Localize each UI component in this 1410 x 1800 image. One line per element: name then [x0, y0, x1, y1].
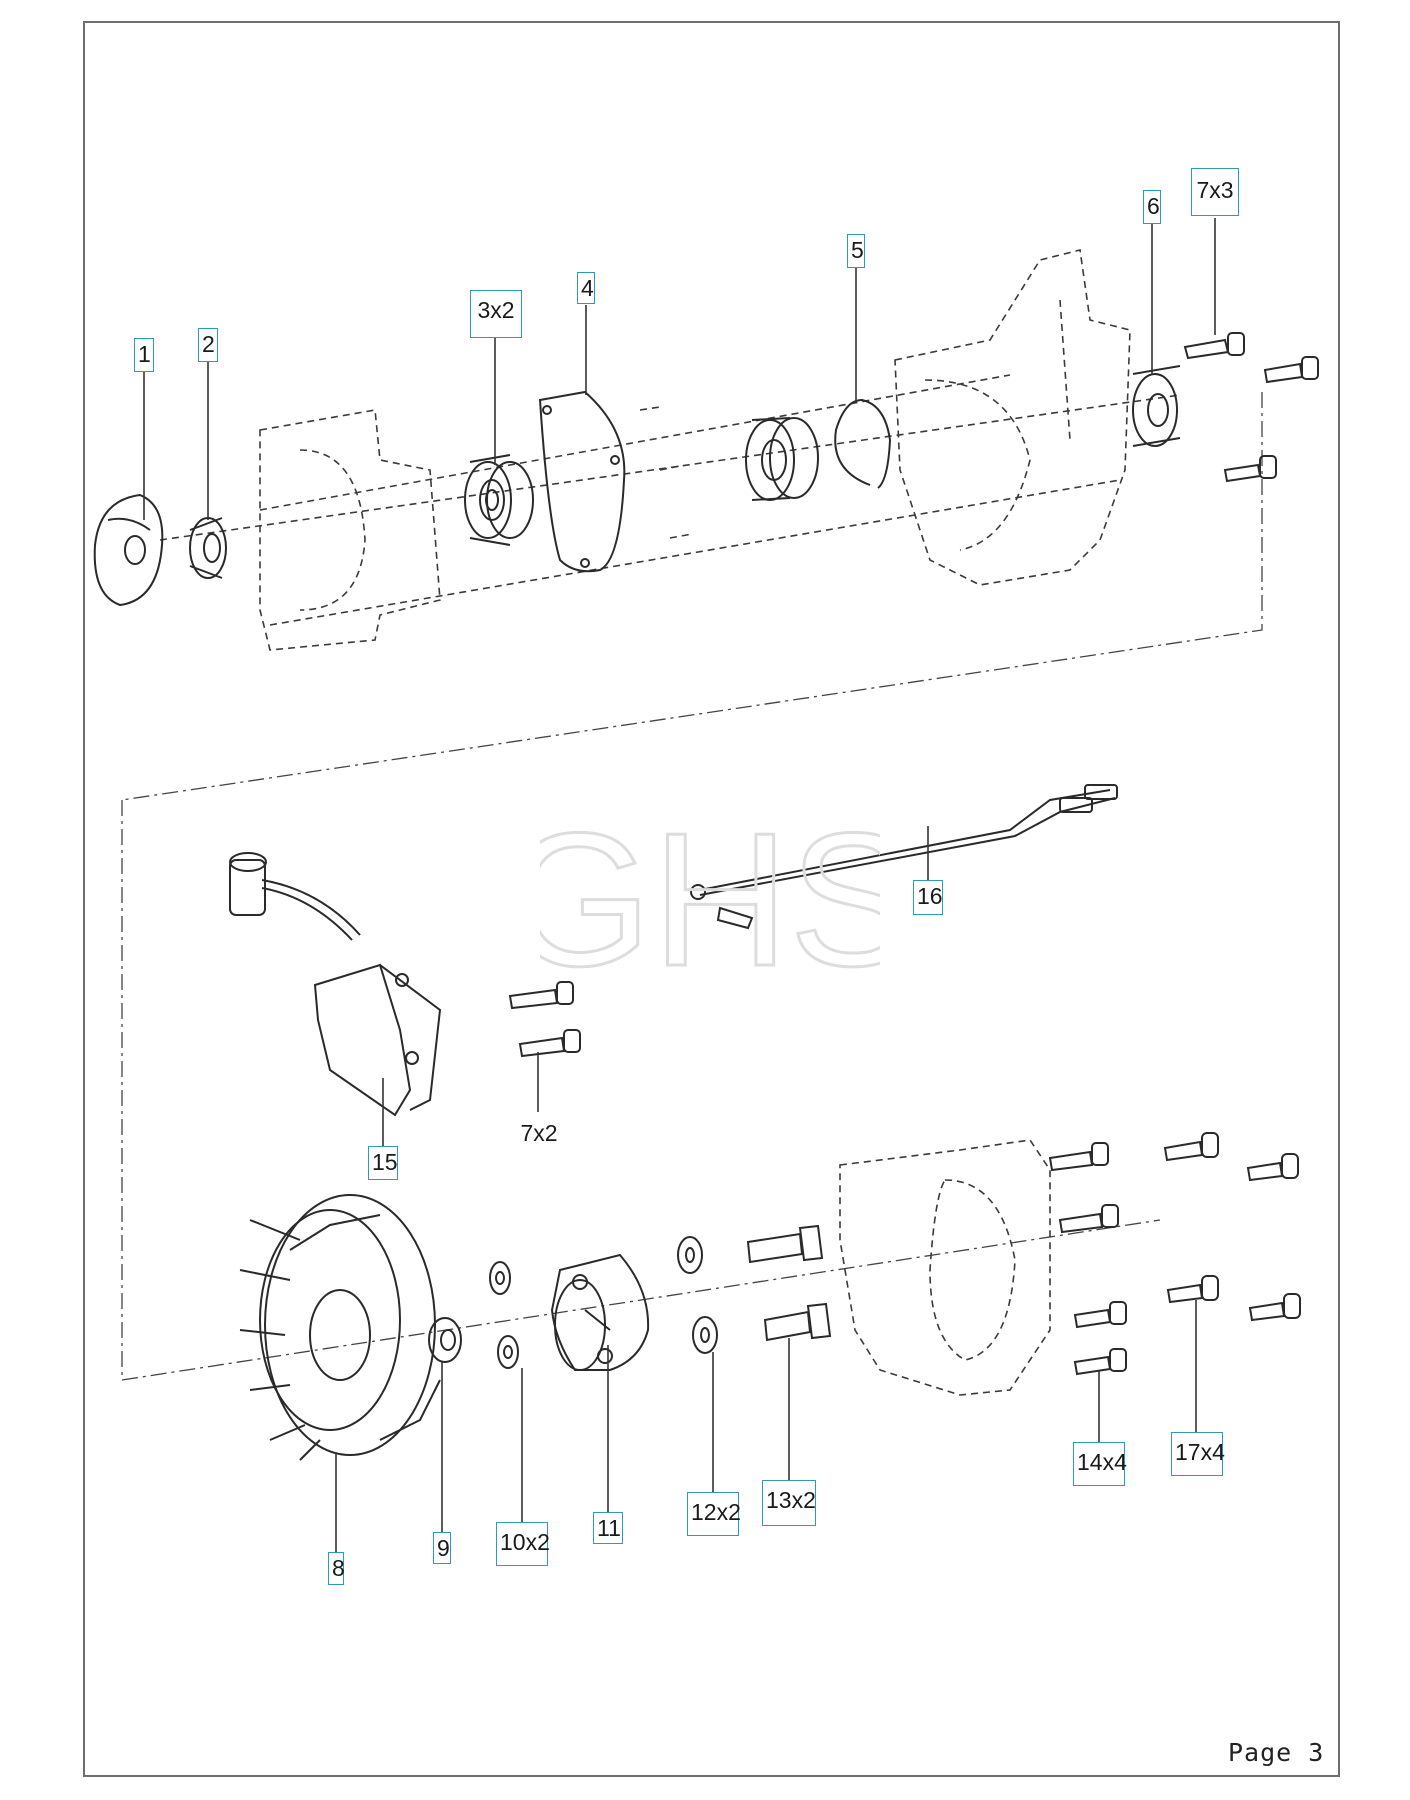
- callout-part-5: 5: [847, 234, 865, 268]
- callout-part-6: 6: [1143, 190, 1161, 224]
- gasket-part: [538, 390, 626, 573]
- nut-part: [428, 1317, 462, 1363]
- flywheel-part: [239, 1194, 441, 1461]
- callout-part-8: 8: [328, 1552, 345, 1585]
- page-number: Page 3: [1228, 1738, 1325, 1767]
- screw-part: [1183, 332, 1319, 483]
- callout-part-15: 15: [368, 1146, 398, 1180]
- lower-assembly-boundary: [121, 800, 1161, 1381]
- callout-part-11: 11: [593, 1512, 623, 1544]
- clutch-housing-part: [839, 1139, 1051, 1396]
- callout-part-13: 13x2: [762, 1480, 816, 1526]
- callout-part-7-coil: 7x2: [520, 1120, 558, 1146]
- callout-part-4: 4: [577, 272, 595, 304]
- shoulder-bolt-part: [746, 1224, 832, 1342]
- upper-assembly-boundary: [121, 392, 1263, 801]
- bearing-part-2: [745, 417, 819, 501]
- callout-part-3: 3x2: [470, 290, 522, 338]
- clutch-part: [550, 1253, 650, 1371]
- flange-screw-part: [1163, 1132, 1301, 1322]
- oil-seal-part: [189, 517, 227, 579]
- callout-part-7-top: 7x3: [1191, 168, 1239, 216]
- axis-line-top-3: [259, 374, 1011, 511]
- dowel-pin: [639, 406, 693, 539]
- coil-screw-part: [508, 981, 581, 1058]
- crankcase-half-left: [259, 409, 441, 651]
- starter-pulley-part: [93, 493, 164, 607]
- axis-line-top-2: [269, 479, 1121, 626]
- circlip-part: [834, 398, 892, 489]
- callout-part-2: 2: [198, 328, 218, 362]
- callout-part-1: 1: [134, 338, 154, 372]
- callout-part-12: 12x2: [687, 1492, 741, 1536]
- washer-part: [489, 1261, 519, 1369]
- watermark-text: GHS: [540, 800, 880, 1000]
- watermark-logo: GHS: [540, 800, 880, 1000]
- callout-part-14: 14x4: [1073, 1442, 1127, 1486]
- bearing-part: [464, 454, 534, 546]
- housing-screw-part: [1048, 1142, 1127, 1376]
- callout-part-16: 16: [913, 880, 943, 915]
- callout-part-9: 9: [433, 1532, 451, 1564]
- washer-part-2: [677, 1236, 718, 1354]
- diagram-frame: [83, 21, 1340, 1777]
- axis-line-top-1: [159, 394, 1181, 541]
- crankcase-half-right: [894, 249, 1131, 586]
- wire-harness-part: [690, 784, 1118, 930]
- callout-part-10: 10x2: [496, 1522, 550, 1566]
- callout-part-17: 17x4: [1171, 1432, 1225, 1476]
- oil-seal-part-2: [1132, 365, 1181, 447]
- ignition-coil-part: [229, 852, 442, 1117]
